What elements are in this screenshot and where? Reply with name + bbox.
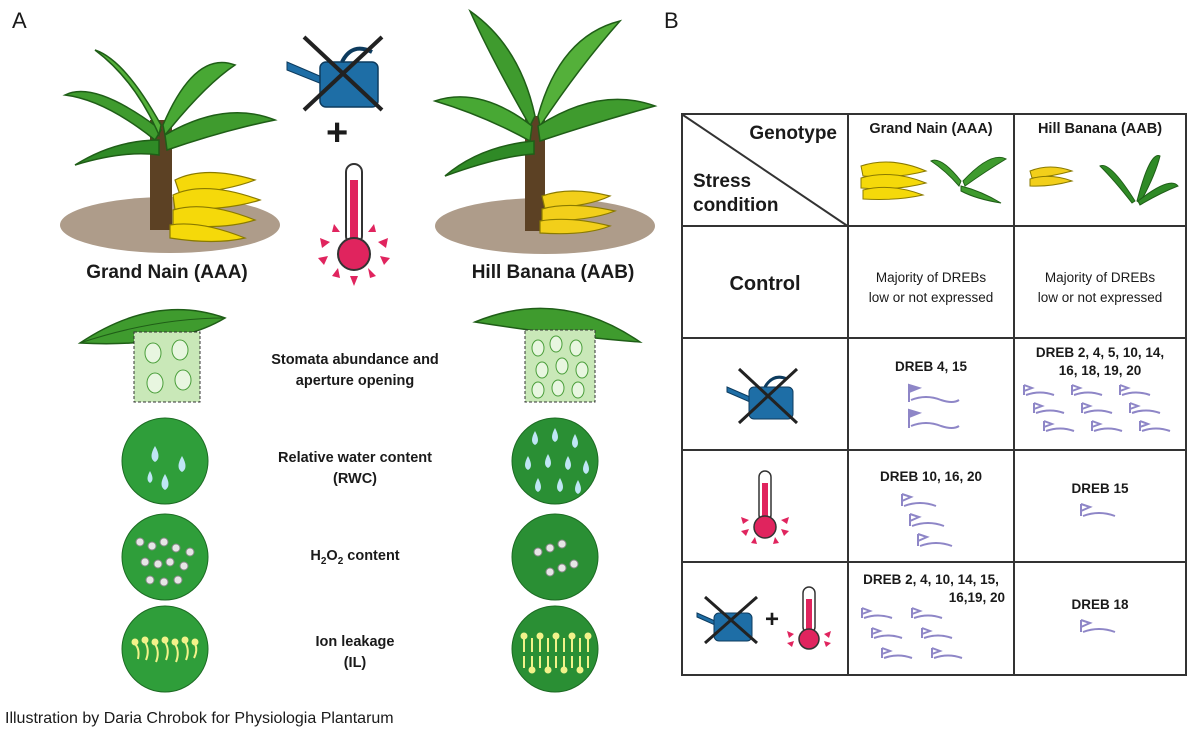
- rwc-label-line2: (RWC): [332, 471, 378, 488]
- grand-nain-leaf-stomata: [77, 308, 227, 403]
- h2o2-label: H2O2 content: [245, 546, 465, 569]
- panel-b-letter: B: [664, 8, 679, 33]
- combined-icons: +: [683, 585, 847, 655]
- combined-grand-nain-drebs: DREB 2, 4, 10, 14, 15, 16,19, 20: [849, 571, 1013, 606]
- combined-hill-banana-drebs: DREB 18: [1071, 597, 1129, 612]
- dreb-table: Genotype Stress condition Grand Nain (AA…: [681, 113, 1187, 676]
- il-label-line2: (IL): [343, 655, 367, 672]
- grand-nain-banana-plant-icon: [860, 156, 1008, 204]
- heat-thermometer-icon: [741, 470, 789, 544]
- hill-banana-column-title: Hill Banana (AAB): [1037, 121, 1163, 137]
- thermometer-icon: [318, 163, 390, 286]
- control-label-cell: Control: [681, 225, 849, 339]
- header-row: Genotype Stress condition Grand Nain (AA…: [681, 113, 1187, 227]
- drought-hill-banana-cell: DREB 2, 4, 5, 10, 14, 16, 18, 19, 20: [1013, 337, 1187, 451]
- h2o2-h: H: [310, 548, 321, 564]
- combined-hill-banana-dna-icon: [1080, 619, 1116, 633]
- drought-watering-can-icon: [726, 367, 799, 425]
- drought-hill-banana-line1: DREB 2, 4, 5, 10, 14,: [1035, 345, 1165, 360]
- grand-nain-rwc-circle: [121, 417, 209, 505]
- hill-banana-rwc-circle: [511, 417, 599, 505]
- grand-nain-il-circle: [121, 605, 209, 693]
- watering-can-crossed-icon: [286, 35, 384, 112]
- hill-banana-column-header: Hill Banana (AAB): [1013, 113, 1187, 227]
- rwc-label-line1: Relative water content: [278, 450, 432, 466]
- grand-nain-title: Grand Nain (AAA): [86, 262, 248, 283]
- drought-icon-cell: [681, 337, 849, 451]
- hill-banana-banana-plant-icon: [1029, 155, 1179, 206]
- diagonal-divider: [683, 115, 849, 227]
- heat-grand-nain-cell: DREB 10, 16, 20: [847, 449, 1015, 563]
- drought-row: DREB 4, 15 DREB 2, 4, 5, 10, 14, 16, 18,…: [681, 337, 1187, 451]
- il-label: Ion leakage (IL): [245, 632, 465, 674]
- combined-plus-sign: +: [764, 606, 779, 633]
- heat-hill-banana-drebs: DREB 15: [1071, 481, 1129, 496]
- control-grand-nain-text: Majority of DREBs low or not expressed: [849, 268, 1013, 307]
- header-corner-cell: Genotype Stress condition: [681, 113, 849, 227]
- combined-watering-can-icon: [696, 595, 758, 645]
- control-hill-banana-cell: Majority of DREBs low or not expressed: [1013, 225, 1187, 339]
- drought-hill-banana-dna-icons: [1023, 384, 1171, 433]
- heat-row: DREB 10, 16, 20 DREB 15: [681, 449, 1187, 563]
- combined-grand-nain-cell: DREB 2, 4, 10, 14, 15, 16,19, 20: [847, 561, 1015, 676]
- stress-header-line1: Stress: [693, 170, 752, 192]
- drought-grand-nain-cell: DREB 4, 15: [847, 337, 1015, 451]
- drought-grand-nain-drebs: DREB 4, 15: [894, 359, 968, 374]
- heat-hill-banana-cell: DREB 15: [1013, 449, 1187, 563]
- plus-sign: +: [326, 112, 349, 154]
- genotype-header: Genotype: [749, 123, 837, 144]
- drought-grand-nain-dna-icons: [908, 383, 960, 429]
- combined-grand-nain-line2: 16,19, 20: [948, 589, 1005, 605]
- hill-banana-title: Hill Banana (AAB): [471, 262, 635, 283]
- control-label: Control: [729, 273, 801, 295]
- control-hill-banana-line2: low or not expressed: [1037, 289, 1163, 305]
- h2o2-sub2: 2: [337, 555, 344, 567]
- panel-a-letter: A: [12, 8, 27, 33]
- control-grand-nain-line1: Majority of DREBs: [875, 270, 987, 285]
- grand-nain-column-header: Grand Nain (AAA): [847, 113, 1015, 227]
- drought-hill-banana-line2: 16, 18, 19, 20: [1058, 362, 1142, 378]
- heat-grand-nain-dna-icons: [901, 493, 953, 547]
- combined-grand-nain-line1: DREB 2, 4, 10, 14, 15,: [863, 572, 999, 587]
- hill-banana-leaf-stomata: [472, 307, 643, 403]
- grand-nain-plant-illustration: [60, 49, 280, 253]
- hill-banana-plant-illustration: [432, 8, 658, 254]
- hill-banana-il-circle: [511, 605, 599, 693]
- control-row: Control Majority of DREBs low or not exp…: [681, 225, 1187, 339]
- grand-nain-column-title: Grand Nain (AAA): [869, 121, 993, 137]
- stress-header-line2: condition: [693, 195, 779, 217]
- illustration-credit: Illustration by Daria Chrobok for Physio…: [5, 710, 394, 727]
- h2o2-content: content: [343, 548, 400, 564]
- combined-thermometer-icon: [787, 586, 831, 650]
- combined-hill-banana-cell: DREB 18: [1013, 561, 1187, 676]
- rwc-label: Relative water content (RWC): [245, 448, 465, 490]
- stomata-label: Stomata abundance and aperture opening: [271, 352, 439, 390]
- grand-nain-h2o2-circle: [121, 513, 209, 601]
- stress-condition-header: Stress condition: [693, 170, 778, 219]
- combined-stress-row: + DREB 2, 4, 10, 14, 15, 16,19, 20: [681, 561, 1187, 676]
- heat-hill-banana-dna-icon: [1080, 503, 1116, 517]
- h2o2-o: O: [326, 548, 338, 564]
- control-hill-banana-text: Majority of DREBs low or not expressed: [1015, 268, 1185, 307]
- control-grand-nain-cell: Majority of DREBs low or not expressed: [847, 225, 1015, 339]
- il-label-line1: Ion leakage: [315, 634, 395, 650]
- control-hill-banana-line1: Majority of DREBs: [1044, 270, 1156, 285]
- h2o2-sub1: 2: [320, 555, 327, 567]
- drought-hill-banana-drebs: DREB 2, 4, 5, 10, 14, 16, 18, 19, 20: [1015, 344, 1185, 379]
- heat-grand-nain-drebs: DREB 10, 16, 20: [879, 469, 983, 484]
- combined-icon-cell: +: [681, 561, 849, 676]
- hill-banana-h2o2-circle: [511, 513, 599, 601]
- control-grand-nain-line2: low or not expressed: [868, 289, 994, 305]
- heat-icon-cell: [681, 449, 849, 563]
- combined-grand-nain-dna-icons: [861, 607, 963, 660]
